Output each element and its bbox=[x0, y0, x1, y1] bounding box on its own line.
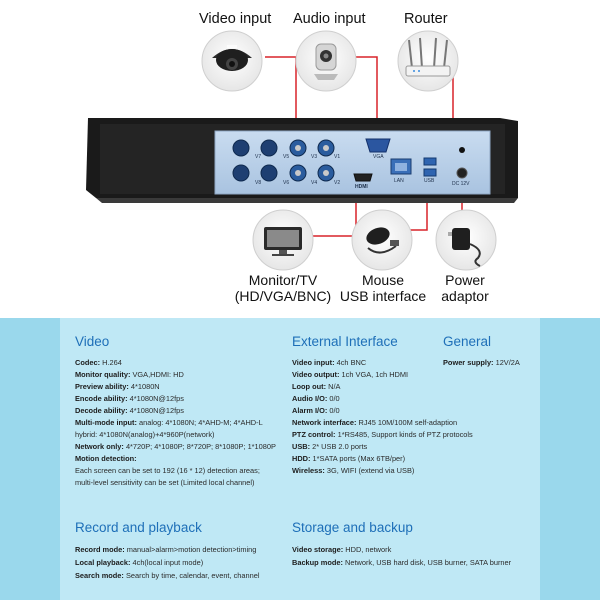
external-interface-title: External Interface bbox=[292, 334, 398, 349]
spec-row: Each screen can be set to 192 (16 * 12) … bbox=[75, 466, 260, 475]
spec-row: USB: 2* USB 2.0 ports bbox=[292, 442, 368, 451]
mouse-label-line1: Mouse bbox=[361, 272, 405, 288]
power-label-line2: adaptor bbox=[441, 288, 489, 304]
spec-row: Monitor quality: VGA,HDMI: HD bbox=[75, 370, 184, 379]
record-playback-title: Record and playback bbox=[75, 520, 202, 535]
port-label-v8: V8 bbox=[255, 180, 261, 186]
spec-row: Video output: 1ch VGA, 1ch HDMI bbox=[292, 370, 409, 379]
port-label-v2: V2 bbox=[334, 180, 340, 186]
connection-diagram: Video input Audio input Router bbox=[86, 11, 518, 304]
dome-camera-icon bbox=[201, 30, 263, 92]
spec-row: PTZ control: 1*RS485, Support kinds of P… bbox=[292, 430, 473, 439]
spec-row: Power supply: 12V/2A bbox=[443, 358, 520, 367]
router-icon bbox=[397, 30, 459, 92]
spec-row: Multi-mode input: analog: 4*1080N; 4*AHD… bbox=[75, 418, 263, 427]
power-label-line1: Power bbox=[445, 272, 485, 288]
port-label-hdmi: HDMI bbox=[355, 184, 368, 190]
monitor-label-line2: (HD/VGA/BNC) bbox=[234, 288, 332, 304]
spec-row: Wireless: 3G, WIFI (extend via USB) bbox=[292, 466, 415, 475]
mouse-icon bbox=[351, 209, 413, 271]
spec-row: multi-level sensitivity can be set (Limi… bbox=[75, 478, 255, 487]
spec-row: Record mode: manual>alarm>motion detecti… bbox=[75, 545, 257, 554]
general-title: General bbox=[443, 334, 492, 349]
spec-row: Decode ability: 4*1080N@12fps bbox=[75, 406, 184, 415]
spec-row: Encode ability: 4*1080N@12fps bbox=[75, 394, 184, 403]
router-label: Router bbox=[404, 11, 448, 27]
spec-row: Preview ability: 4*1080N bbox=[75, 382, 160, 391]
specification-panel: Video Codec: H.264 Monitor quality: VGA,… bbox=[60, 318, 540, 600]
mouse-label-line2: USB interface bbox=[339, 288, 427, 304]
dvr-back-panel bbox=[86, 118, 518, 203]
video-input-label: Video input bbox=[199, 11, 272, 27]
spec-row: Motion detection: bbox=[75, 454, 137, 463]
spec-row: Local playback: 4ch(local input mode) bbox=[75, 558, 204, 567]
microphone-icon bbox=[295, 30, 357, 92]
spec-row: Network only: 4*720P; 4*1080P; 8*720P; 8… bbox=[75, 442, 276, 451]
port-label-v7: V7 bbox=[255, 154, 261, 160]
spec-row: Backup mode: Network, USB hard disk, USB… bbox=[292, 558, 512, 567]
specification-area: Video Codec: H.264 Monitor quality: VGA,… bbox=[0, 318, 600, 600]
port-label-usb: USB bbox=[424, 178, 435, 184]
spec-row: Search mode: Search by time, calendar, e… bbox=[75, 571, 260, 580]
power-adaptor-icon bbox=[435, 209, 497, 271]
storage-backup-title: Storage and backup bbox=[292, 520, 413, 535]
spec-row: Video storage: HDD, network bbox=[292, 545, 392, 554]
spec-row: Network interface: RJ45 10M/100M self-ad… bbox=[292, 418, 458, 427]
port-label-v3: V3 bbox=[311, 154, 317, 160]
video-title: Video bbox=[75, 334, 110, 349]
mouse-label: Mouse USB interface bbox=[335, 272, 431, 304]
port-label-vga: VGA bbox=[373, 154, 384, 160]
port-label-v6: V6 bbox=[283, 180, 289, 186]
port-label-v5: V5 bbox=[283, 154, 289, 160]
power-label: Power adaptor bbox=[432, 272, 498, 304]
spec-row: Audio I/O: 0/0 bbox=[292, 394, 340, 403]
diagram-svg: V7 V5 V3 V1 V8 V6 V4 V2 VGA HDMI LAN USB… bbox=[86, 30, 518, 271]
port-label-lan: LAN bbox=[394, 178, 404, 184]
spec-row: Video input: 4ch BNC bbox=[292, 358, 367, 367]
spec-row: Loop out: N/A bbox=[292, 382, 341, 391]
monitor-label-line1: Monitor/TV bbox=[248, 272, 318, 288]
port-label-v4: V4 bbox=[311, 180, 317, 186]
port-label-v1: V1 bbox=[334, 154, 340, 160]
spec-row: HDD: 1*SATA ports (Max 6TB/per) bbox=[292, 454, 406, 463]
spec-row: Codec: H.264 bbox=[75, 358, 122, 367]
spec-row: Alarm I/O: 0/0 bbox=[292, 406, 340, 415]
audio-input-label: Audio input bbox=[293, 11, 366, 27]
spec-row: hybrid: 4*1080N(analog)+4*960P(network) bbox=[75, 430, 215, 439]
monitor-label: Monitor/TV (HD/VGA/BNC) bbox=[228, 272, 338, 304]
port-label-dc: DC 12V bbox=[452, 181, 470, 187]
monitor-icon bbox=[252, 209, 314, 271]
